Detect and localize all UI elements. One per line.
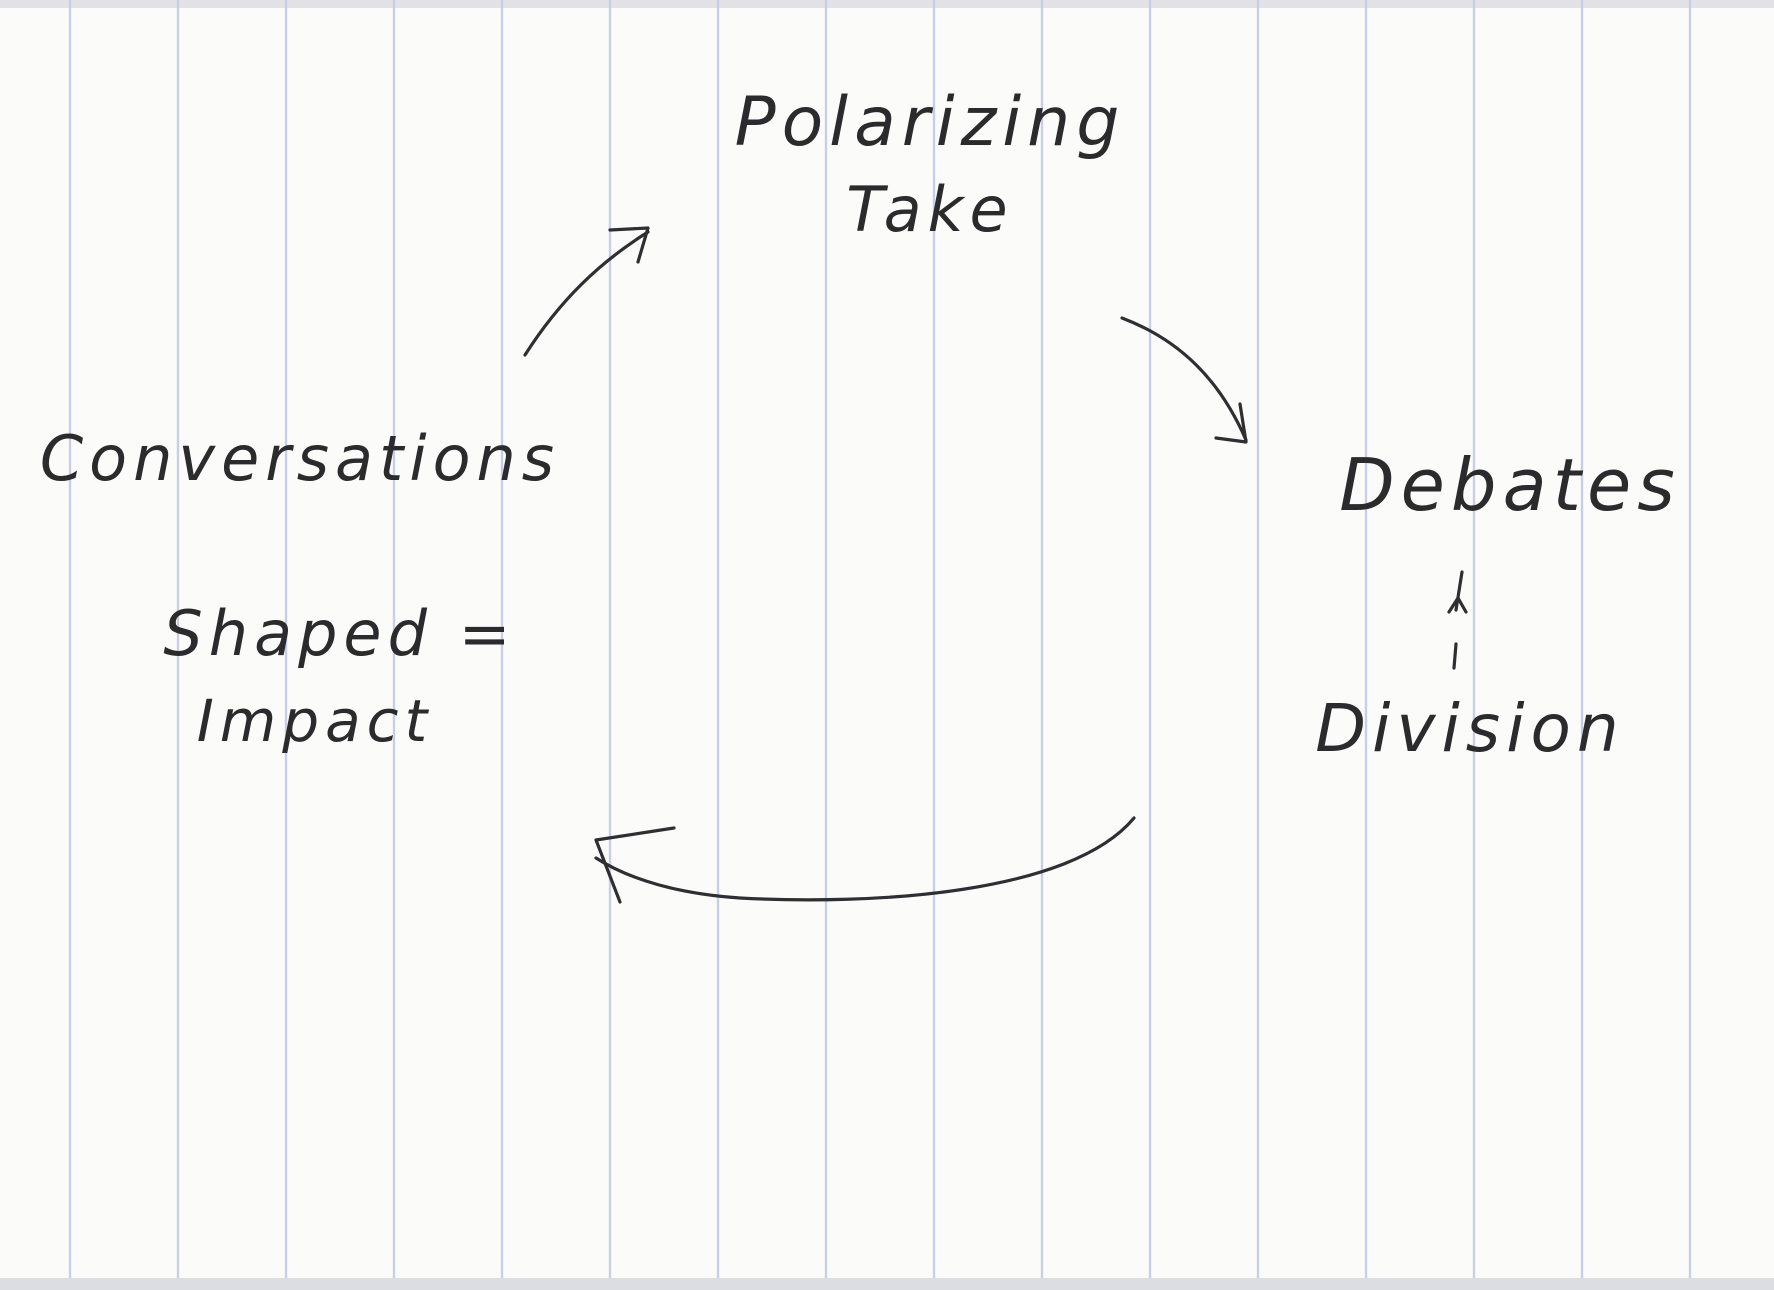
node-polarizing-take-line2: Take [846, 173, 1014, 246]
node-shaped-impact: Shaped = Impact [130, 595, 550, 757]
node-conversations: Conversations [30, 420, 570, 498]
paper-top-edge [0, 0, 1774, 8]
node-shaped-impact-line2: Impact [196, 686, 434, 755]
node-debates-label: Debates [1339, 443, 1681, 527]
node-debates: Debates [1290, 440, 1730, 530]
arrow-conversations-to-polarizing [523, 226, 650, 357]
arrow-polarizing-to-debates [1120, 316, 1248, 444]
arrow-debates-to-division [1447, 570, 1468, 670]
node-shaped-impact-line1: Shaped = [163, 597, 517, 670]
arrow-division-to-shaped [594, 816, 1136, 904]
node-polarizing-take-line1: Polarizing [734, 83, 1126, 162]
node-polarizing-take: Polarizing Take [650, 80, 1210, 249]
node-division-label: Division [1315, 690, 1625, 767]
node-division: Division [1270, 688, 1670, 771]
paper-bottom-edge [0, 1278, 1774, 1290]
node-conversations-label: Conversations [39, 422, 561, 495]
